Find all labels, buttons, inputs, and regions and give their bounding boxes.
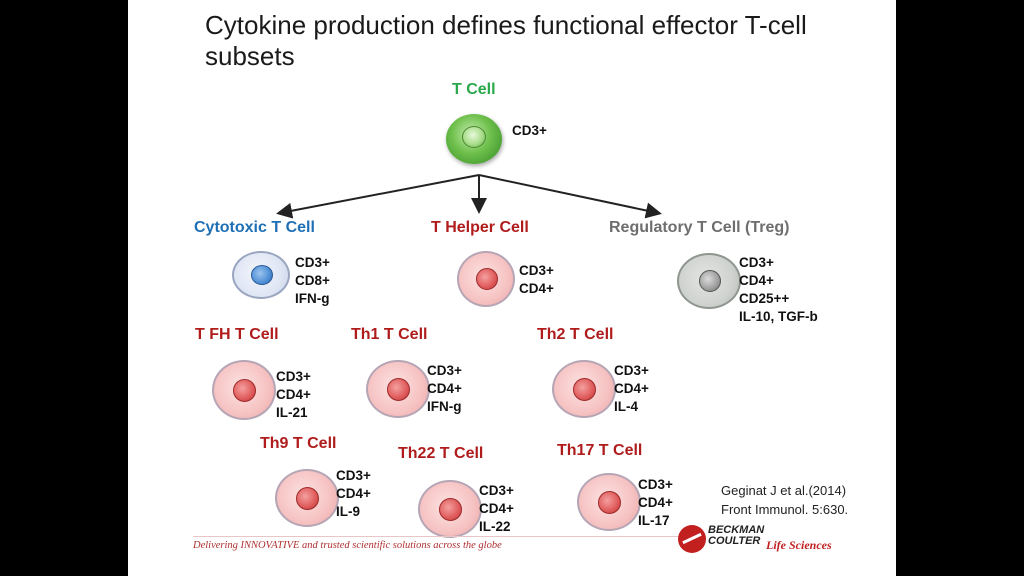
treg-cell-icon <box>677 253 741 309</box>
th22-label: Th22 T Cell <box>398 445 484 462</box>
arrow-to-treg <box>478 174 662 219</box>
helper-cell-icon <box>457 251 515 307</box>
helper-label: T Helper Cell <box>431 219 529 236</box>
t-cell-icon <box>446 114 502 164</box>
citation-line1: Geginat J et al.(2014) <box>721 483 847 498</box>
citation-line2: Front Immunol. 5:630. <box>721 502 849 517</box>
th22-markers: CD3+ CD4+ IL-22 <box>479 483 514 534</box>
beckman-coulter-logo: BECKMAN COULTER Life Sciences <box>678 520 888 560</box>
tfh-label: T FH T Cell <box>195 326 279 343</box>
citation: Geginat J et al.(2014) Front Immunol. 5:… <box>721 481 848 519</box>
root-markers: CD3+ <box>512 123 547 138</box>
tfh-cell-icon <box>212 360 276 420</box>
th17-label: Th17 T Cell <box>557 442 643 459</box>
slide-title: Cytokine production defines functional e… <box>205 10 807 71</box>
cytotoxic-markers: CD3+ CD8+ IFN-g <box>295 255 330 306</box>
helper-markers: CD3+ CD4+ <box>519 263 554 296</box>
arrow-to-cytotoxic <box>276 174 480 219</box>
th1-markers: CD3+ CD4+ IFN-g <box>427 363 462 414</box>
cytotoxic-cell-icon <box>232 251 290 299</box>
th2-markers: CD3+ CD4+ IL-4 <box>614 363 649 414</box>
th9-label: Th9 T Cell <box>260 435 337 452</box>
th2-label: Th2 T Cell <box>537 326 614 343</box>
branch-arrows <box>276 174 662 219</box>
tfh-markers: CD3+ CD4+ IL-21 <box>276 369 311 420</box>
th1-cell-icon <box>366 360 430 418</box>
root-label: T Cell <box>452 81 496 98</box>
th17-markers: CD3+ CD4+ IL-17 <box>638 477 673 528</box>
th17-cell-icon <box>577 473 641 531</box>
treg-markers: CD3+ CD4+ CD25++ IL-10, TGF-b <box>739 255 818 324</box>
slide: Cytokine production defines functional e… <box>128 0 896 576</box>
treg-label: Regulatory T Cell (Treg) <box>609 219 790 236</box>
th2-cell-icon <box>552 360 616 418</box>
logo-mark-icon <box>678 525 706 553</box>
th22-cell-icon <box>418 480 482 538</box>
footer-tagline: Delivering INNOVATIVE and trusted scient… <box>193 540 502 551</box>
logo-wordmark: BECKMAN COULTER <box>708 524 765 547</box>
cytotoxic-label: Cytotoxic T Cell <box>194 219 315 236</box>
footer-rule <box>193 536 678 537</box>
logo-life-sciences: Life Sciences <box>766 538 832 552</box>
th1-label: Th1 T Cell <box>351 326 428 343</box>
th9-cell-icon <box>275 469 339 527</box>
th9-markers: CD3+ CD4+ IL-9 <box>336 468 371 519</box>
